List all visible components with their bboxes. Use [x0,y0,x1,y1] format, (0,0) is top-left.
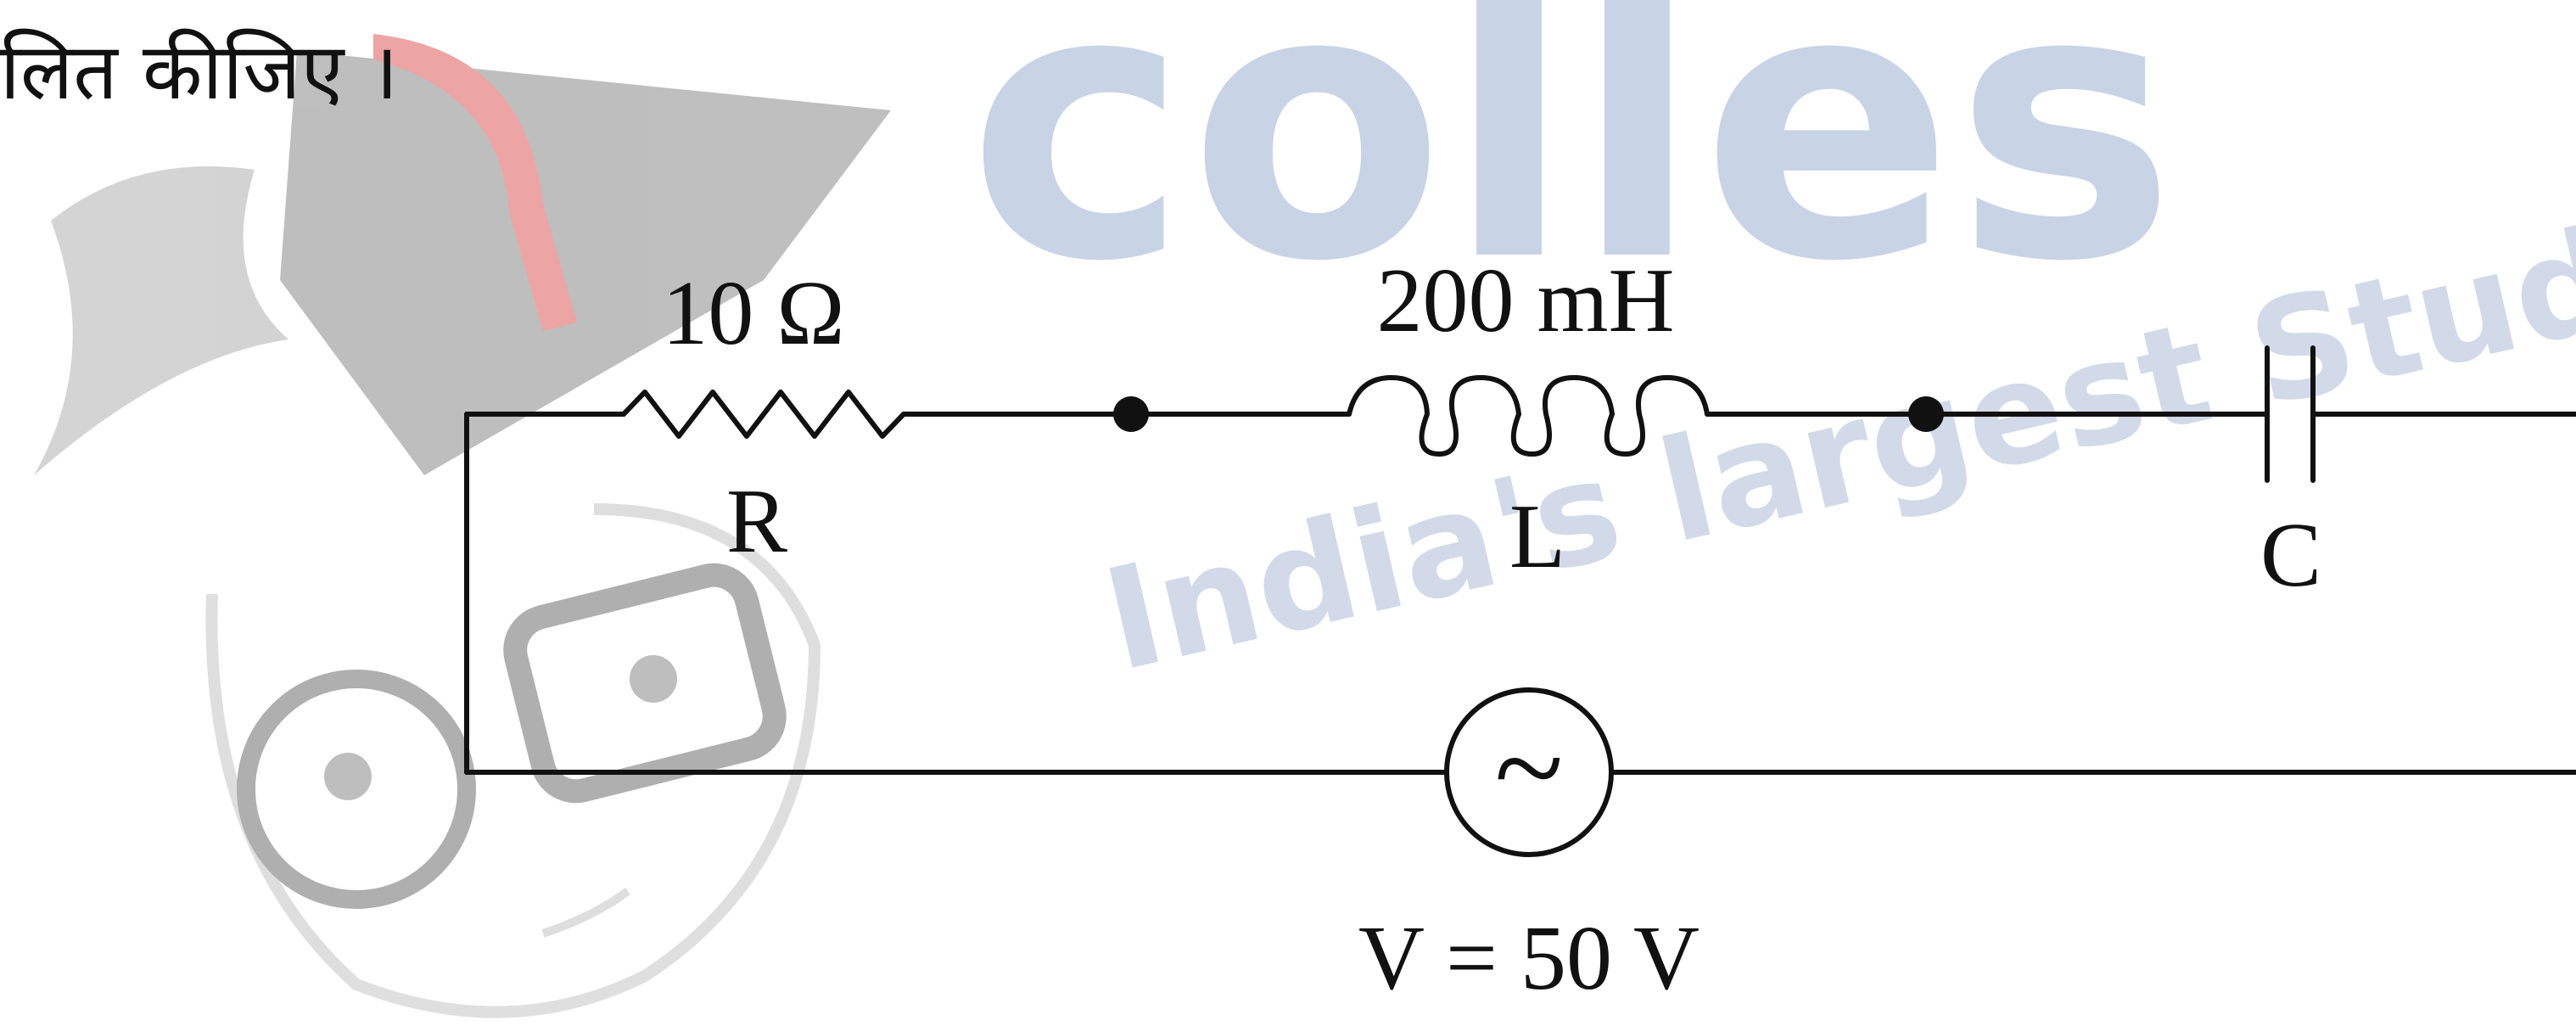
capacitor-symbol-label: C [2260,505,2321,606]
hair-shape [34,166,288,475]
brand-watermark: colles [967,0,2176,343]
glasses-right-lens [503,563,787,804]
junction-dot-right [1908,396,1944,432]
eye-right [630,655,677,703]
source-voltage-label: V = 50 V [1358,908,1700,1009]
junction-dot-left [1113,396,1149,432]
resistor-value-label: 10 Ω [662,263,844,364]
ac-source-glyph: ~ [1494,698,1563,838]
smile [541,887,630,938]
inductor-value-label: 200 mH [1377,250,1675,351]
question-text: लित कीजिए । [0,26,399,117]
resistor-symbol [621,390,906,439]
tassel-shape [373,34,577,331]
inductor-symbol-label: L [1509,486,1565,587]
eye-left [324,753,372,800]
glasses-left-lens [237,670,476,909]
mascot-logo [34,34,891,1018]
resistor-symbol-label: R [726,471,787,572]
inductor-symbol [1347,375,1710,457]
mortarboard-shape [280,51,891,475]
